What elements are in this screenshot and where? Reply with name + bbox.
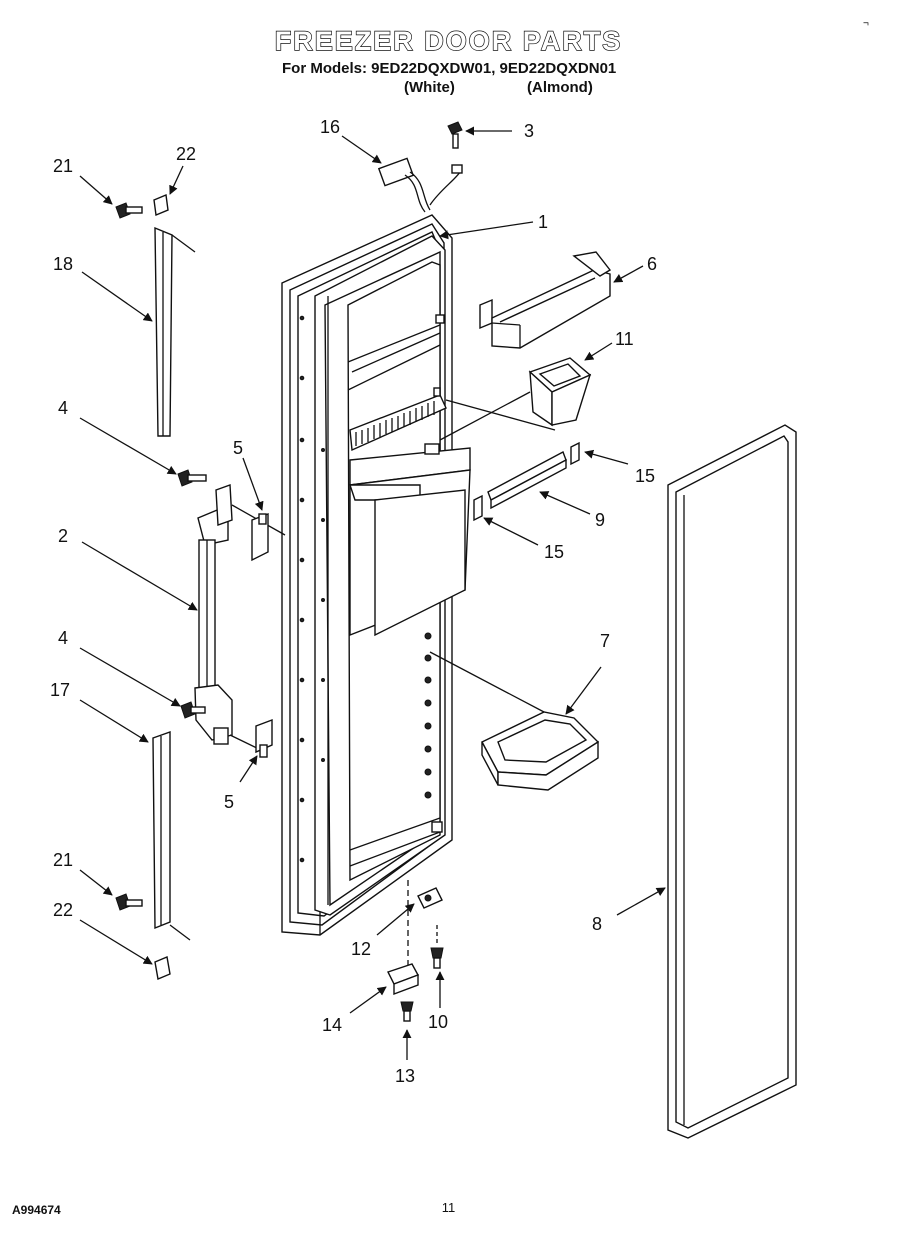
handle-trim-part-18	[154, 226, 196, 437]
screw-part-13	[400, 1001, 414, 1022]
page-number: 11	[441, 1200, 456, 1215]
clip-part-15-upper	[570, 441, 580, 466]
wire-harness-part-16	[377, 157, 463, 213]
callout-1: 1	[538, 212, 548, 232]
callout-21-lower: 21	[53, 850, 73, 870]
callout-18: 18	[53, 254, 73, 274]
callout-10: 10	[428, 1012, 448, 1032]
diagram-title: FREEZER DOOR PARTS	[274, 25, 623, 56]
callout-5-upper: 5	[233, 438, 243, 458]
door-handle-part-2	[194, 484, 286, 753]
clip-part-15-lower	[473, 494, 483, 522]
callout-4-upper: 4	[58, 398, 68, 418]
screw-part-10	[430, 947, 444, 969]
callout-16: 16	[320, 117, 340, 137]
mounting-holes	[424, 632, 432, 799]
callout-12: 12	[351, 939, 371, 959]
callout-11: 11	[615, 329, 634, 349]
screw-part-4-upper	[177, 469, 207, 487]
door-shelf-part-6	[479, 251, 612, 349]
screw-part-4-lower	[180, 701, 206, 719]
door-gasket-part-8	[667, 424, 797, 1139]
callout-8: 8	[592, 914, 602, 934]
callout-13: 13	[395, 1066, 415, 1086]
callout-labels: 16 3 1 6 11 15 9 15 7 8 21 22 18 4 5 2 4…	[50, 117, 657, 1086]
callout-4-lower: 4	[58, 628, 68, 648]
screw-part-21-lower	[115, 893, 143, 911]
door-panel-part-1	[281, 214, 471, 936]
ice-chute-part-11	[439, 357, 592, 441]
clip-part-22-lower	[154, 956, 171, 980]
ice-chute-slats	[349, 394, 447, 452]
callout-15-lower: 15	[544, 542, 564, 562]
variant-almond: (Almond)	[527, 79, 593, 96]
edge-screws	[299, 315, 325, 863]
leader-arrows	[79, 126, 666, 1060]
models-line: For Models: 9ED22DQXDW01, 9ED22DQXDN01	[282, 60, 617, 77]
callout-21-upper: 21	[53, 156, 73, 176]
screw-part-3	[447, 121, 463, 149]
callout-3: 3	[524, 121, 534, 141]
corner-mark: ¬	[863, 18, 869, 29]
callout-6: 6	[647, 254, 657, 274]
hinge-part-12	[417, 887, 443, 909]
callout-22-upper: 22	[176, 144, 196, 164]
drip-tray-part-7	[429, 651, 600, 791]
callout-9: 9	[595, 510, 605, 530]
cap-part-5-upper	[251, 512, 269, 562]
callout-17: 17	[50, 680, 70, 700]
trim-strip-part-9	[487, 451, 567, 510]
callout-22-lower: 22	[53, 900, 73, 920]
callout-14: 14	[322, 1015, 342, 1035]
clip-part-22-upper	[153, 194, 169, 216]
callout-15-upper: 15	[635, 466, 655, 486]
cap-part-5-lower	[255, 718, 273, 758]
drawing-code: A994674	[12, 1203, 61, 1217]
callout-2: 2	[58, 526, 68, 546]
callout-7: 7	[600, 631, 610, 651]
bracket-part-14	[387, 963, 420, 996]
screw-part-21-upper	[115, 202, 143, 219]
handle-trim-part-17	[152, 731, 191, 941]
variant-white: (White)	[404, 79, 455, 96]
callout-5-lower: 5	[224, 792, 234, 812]
